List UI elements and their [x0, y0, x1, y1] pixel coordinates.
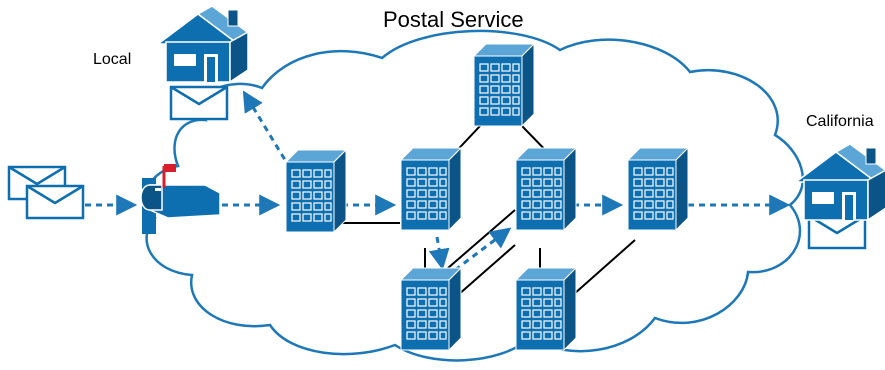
- building-icon: [285, 149, 347, 233]
- house-icon: [795, 143, 885, 221]
- envelope-icon: [169, 85, 229, 121]
- building-icon: [400, 267, 462, 351]
- mailbox-icon: [140, 164, 221, 234]
- local-label: Local: [93, 51, 131, 68]
- building-icon: [515, 267, 577, 351]
- building-icon: [400, 147, 462, 231]
- building-icon: [473, 43, 535, 127]
- mailbox-flag: [164, 164, 176, 172]
- building-icon: [515, 147, 577, 231]
- diagram-title: Postal Service: [383, 7, 524, 32]
- envelope-icon: [25, 184, 85, 220]
- house-icon: [157, 5, 251, 83]
- cloud-shape: [144, 29, 804, 362]
- envelope-icon: [807, 214, 867, 250]
- building-icon: [627, 147, 689, 231]
- california-label: California: [806, 113, 874, 130]
